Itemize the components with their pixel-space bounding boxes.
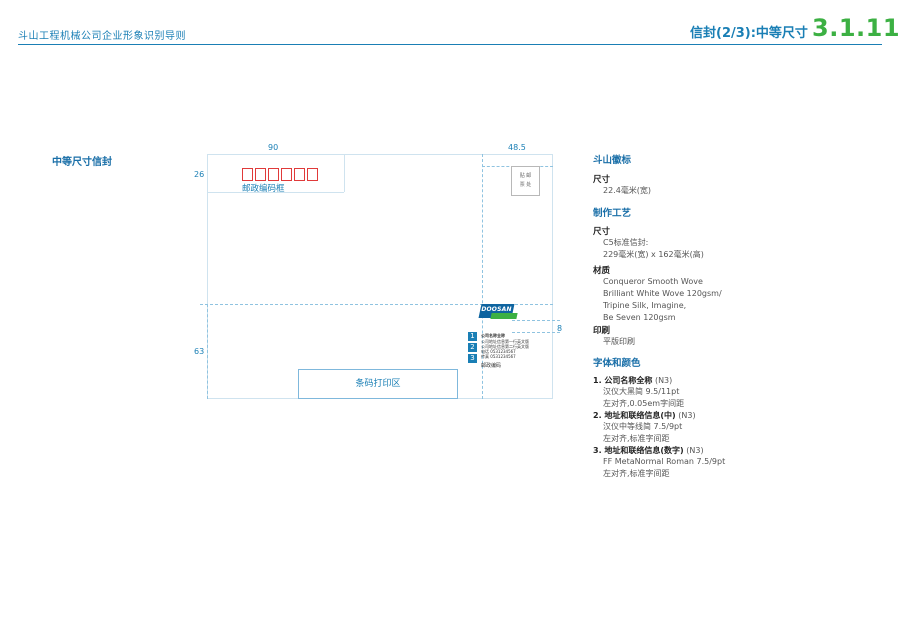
address-line-fax: 传真 0531234567 <box>481 354 516 359</box>
logo-swoosh-icon <box>490 313 518 319</box>
font-item-2: 2. 地址和联络信息(中) (N3) 汉仪中等线简 7.5/9pt 左对齐,标准… <box>593 410 893 445</box>
postcode-box <box>281 168 292 181</box>
guide-top-left <box>207 154 344 155</box>
material-label: 材质 <box>593 266 611 276</box>
section-label: 中等尺寸信封 <box>52 157 112 168</box>
production-heading: 制作工艺 <box>593 208 632 219</box>
stamp-text-line2: 票 处 <box>519 182 532 188</box>
address-line-2: 公司地址信息第二行英文版 <box>481 344 529 349</box>
material-line: Tripine Silk, Imagine, <box>603 301 687 310</box>
address-line-phone: 电话 0531234567 <box>481 349 516 354</box>
logo-size-value: 22.4毫米(宽) <box>603 186 652 195</box>
production-size-line1: C5标准信封: <box>603 238 649 247</box>
guide-postcode-right <box>344 154 345 192</box>
guide-left-lower <box>207 304 208 399</box>
badge-1: 1 <box>468 332 477 341</box>
font-item-number: 3. <box>593 446 602 455</box>
material-line: Conqueror Smooth Wove <box>603 277 703 286</box>
postcode-box <box>268 168 279 181</box>
production-size-line2: 229毫米(宽) x 162毫米(高) <box>603 250 704 259</box>
dim-height-26: 26 <box>194 170 205 179</box>
spec-column: 斗山徽标 尺寸 22.4毫米(宽) 制作工艺 尺寸 C5标准信封: 229毫米(… <box>593 152 893 480</box>
address-line-company: 公司名称全称 <box>481 333 505 338</box>
postcode-boxes <box>242 166 320 185</box>
dim-8: 8 <box>557 324 563 333</box>
font-item-3: 3. 地址和联络信息(数字) (N3) FF MetaNormal Roman … <box>593 445 893 480</box>
address-line-1: 公司地址信息第一行英文版 <box>481 339 529 344</box>
font-item-detail: FF MetaNormal Roman 7.5/9pt <box>603 457 726 466</box>
guide-address-top <box>512 332 560 333</box>
font-item-number: 2. <box>593 411 602 420</box>
font-item-title: 地址和联络信息(数字) <box>604 446 684 455</box>
postcode-label: 邮政编码框 <box>242 184 285 194</box>
postcode-box <box>255 168 266 181</box>
font-item-detail: 汉仪大黑简 9.5/11pt <box>603 387 680 396</box>
stamp-area: 贴 邮 票 处 <box>511 166 540 196</box>
postcode-box <box>294 168 305 181</box>
font-item-detail: 左对齐,标准字间距 <box>603 434 670 443</box>
postcode-box <box>242 168 253 181</box>
font-item-1: 1. 公司名称全称 (N3) 汉仪大黑简 9.5/11pt 左对齐,0.05em… <box>593 375 893 410</box>
font-item-title: 地址和联络信息(中) <box>604 411 676 420</box>
material-line: Be Seven 120gsm <box>603 313 676 322</box>
logo-size-label: 尺寸 <box>593 175 611 185</box>
header-divider <box>18 44 882 45</box>
print-label: 印刷 <box>593 326 611 336</box>
font-item-detail: 左对齐,0.05em字间距 <box>603 399 685 408</box>
font-heading: 字体和颜色 <box>593 358 641 369</box>
dim-width-48-5: 48.5 <box>508 143 526 152</box>
badge-3: 3 <box>468 354 477 363</box>
print-value: 平版印刷 <box>603 337 635 346</box>
font-item-tag: (N3) <box>683 446 704 455</box>
address-postcode: 邮政编码 <box>481 363 502 369</box>
material-line: Brilliant White Wove 120gsm/ <box>603 289 722 298</box>
postcode-box <box>307 168 318 181</box>
font-item-tag: (N3) <box>652 376 673 385</box>
font-item-number: 1. <box>593 376 602 385</box>
stamp-text-line1: 贴 邮 <box>519 173 532 179</box>
guide-vertical-right <box>482 154 483 399</box>
guide-postcode-bottom <box>207 192 344 193</box>
logo-heading: 斗山徽标 <box>593 155 632 166</box>
font-item-tag: (N3) <box>675 411 696 420</box>
barcode-print-area: 条码打印区 <box>298 369 458 399</box>
guide-horizontal-middle <box>200 304 553 305</box>
font-item-title: 公司名称全称 <box>604 376 653 385</box>
production-size-label: 尺寸 <box>593 227 611 237</box>
badge-2: 2 <box>468 343 477 352</box>
font-item-detail: 左对齐,标准字间距 <box>603 469 670 478</box>
guide-logo-bottom <box>512 320 560 321</box>
logo-wordmark: DOOSAN <box>481 306 512 313</box>
dim-width-90: 90 <box>268 143 279 152</box>
page-title: 信封(2/3):中等尺寸 <box>690 26 808 41</box>
dim-height-63: 63 <box>194 347 205 356</box>
section-number: 3.1.11 <box>812 14 900 42</box>
font-item-detail: 汉仪中等线简 7.5/9pt <box>603 422 683 431</box>
document-title: 斗山工程机械公司企业形象识别导则 <box>18 31 186 42</box>
